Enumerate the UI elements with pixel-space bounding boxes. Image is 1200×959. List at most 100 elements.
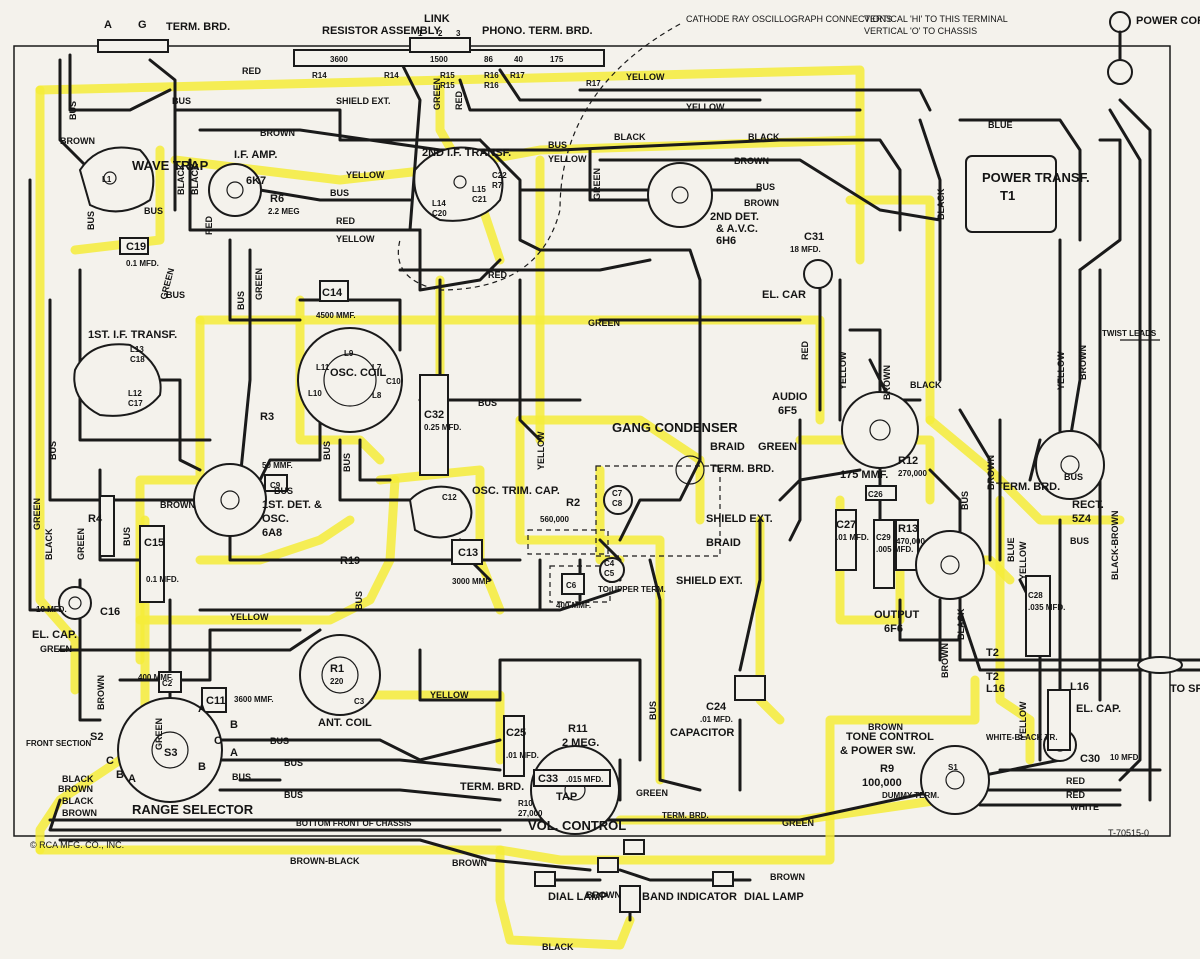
wire-label-green: GREEN <box>592 168 602 200</box>
wire-label-yellow: YELLOW <box>1018 541 1028 580</box>
c12-label: C12 <box>442 493 457 502</box>
range-selector-label: RANGE SELECTOR <box>132 802 254 817</box>
r19-label: R19 <box>340 555 360 567</box>
resistor-ref: R14 <box>312 71 327 80</box>
wire-label-blue: BLUE <box>988 120 1013 130</box>
el-cap-label: EL. CAP. <box>32 629 77 641</box>
wire-label-bus: BUS <box>322 441 332 460</box>
second-det-tube-label: 6H6 <box>716 235 736 247</box>
wire-label-black: BLACK <box>956 608 966 640</box>
link-num-3: 3 <box>456 29 461 38</box>
wire-label-red: RED <box>488 270 508 280</box>
wire-label-brown-black: BROWN-BLACK <box>290 856 360 866</box>
c20-label: C20 <box>432 209 447 218</box>
r2-value: 560,000 <box>540 515 569 524</box>
c7-label: C7 <box>612 489 623 498</box>
vol-term-brd-label: TERM. BRD. <box>460 781 524 793</box>
el-cap-2-label: EL. CAP. <box>1076 703 1121 715</box>
c28-label: C28 <box>1028 591 1043 600</box>
r6-value: 2.2 MEG <box>268 207 300 216</box>
shield-braid-label: BRAID <box>706 537 741 549</box>
l11-label: L11 <box>316 363 330 372</box>
cro-label: CATHODE RAY OSCILLOGRAPH CONNECTIONS <box>686 14 892 24</box>
wire-label-bus: BUS <box>478 398 497 408</box>
wire-layer <box>28 53 1200 922</box>
link-num-1: 1 <box>418 29 423 38</box>
wave-trap-label: WAVE TRAP <box>132 158 209 173</box>
c9-label: C9 <box>270 481 281 490</box>
l8-label: L8 <box>372 391 382 400</box>
c5-label: C5 <box>604 569 615 578</box>
el-car-label: EL. CAR <box>762 289 806 301</box>
c29-label: C29 <box>876 533 891 542</box>
l7-label: L7 <box>372 363 382 372</box>
first-if-label: 1ST. I.F. TRANSF. <box>88 329 177 341</box>
c29-value: .005 MFD. <box>876 545 913 554</box>
first-det-tube-label: 6A8 <box>262 527 282 539</box>
wire-label-bus: BUS <box>144 206 163 216</box>
bottom-front-label: BOTTOM FRONT OF CHASSIS <box>296 819 412 828</box>
wire-label-shield-ext: SHIELD EXT. <box>336 96 391 106</box>
c13-value: 3000 MMF <box>452 577 490 586</box>
c19-value: 0.1 MFD. <box>126 259 159 268</box>
c11-label: C11 <box>206 695 226 707</box>
power-switch-label: & POWER SW. <box>840 745 916 757</box>
wire-label-red: RED <box>242 66 262 76</box>
resistor-ref: R16 <box>484 81 499 90</box>
wire-label-black: BLACK <box>62 774 94 784</box>
wire-label-brown: BROWN <box>1078 345 1088 380</box>
wire-label-bus: BUS <box>548 140 567 150</box>
wire-label-brown: BROWN <box>868 722 903 732</box>
wire-label-brown: BROWN <box>60 136 95 146</box>
wire-label-red: RED <box>454 90 464 110</box>
pin-letter: B <box>230 719 238 731</box>
wire-color-labels: RED YELLOW YELLOW BUS BROWN BROWN SHIELD… <box>32 66 1120 952</box>
wire-label-bus: BUS <box>270 736 289 746</box>
wire-label-bus: BUS <box>274 486 293 496</box>
c14-label: C14 <box>322 287 343 299</box>
resistor-ref: R17 <box>510 71 525 80</box>
term-brd-5-label: TERM. BRD. <box>662 811 709 820</box>
c28-value: .035 MFD. <box>1028 603 1065 612</box>
c10-label: C10 <box>386 377 401 386</box>
header-labels: A G TERM. BRD. RESISTOR ASSEMBLY LINK 1 … <box>104 13 1200 38</box>
c32-label: C32 <box>424 409 444 421</box>
power-cord-label: POWER CORD <box>1136 15 1200 27</box>
component-layer <box>58 11 1183 913</box>
c9-value: 50 MMF. <box>262 461 293 470</box>
c26-value: 175 MMF. <box>840 469 888 481</box>
wire-label-green: GREEN <box>588 318 620 328</box>
wire-label-brown: BROWN <box>734 156 769 166</box>
wire-label-red: RED <box>1066 776 1086 786</box>
r1-value: 220 <box>330 677 344 686</box>
power-transf-label: POWER TRANSF. <box>982 170 1090 185</box>
wire-label-yellow: YELLOW <box>1018 701 1028 740</box>
r10-label: R10 <box>518 799 533 808</box>
second-det-label-2: & A.V.C. <box>716 223 758 235</box>
c24-label: C24 <box>706 701 727 713</box>
c33-label: C33 <box>538 773 558 785</box>
term-a-label: A <box>104 19 112 31</box>
component-labels: WAVE TRAP L1 I.F. AMP. 6K7 R6 2.2 MEG 2N… <box>26 147 1200 903</box>
copyright-text: © RCA MFG. CO., INC. <box>30 840 124 850</box>
output-label: OUTPUT <box>874 609 920 621</box>
wire-label-green: GREEN <box>154 718 164 750</box>
top-term-brd-label: TERM. BRD. <box>166 21 230 33</box>
audio-label: AUDIO <box>772 391 808 403</box>
s1-label: S1 <box>948 763 958 772</box>
t1-label: T1 <box>1000 188 1015 203</box>
pin-letter: C <box>106 755 114 767</box>
wire-label-black-brown: BLACK-BROWN <box>1110 511 1120 581</box>
shield-ext-label: SHIELD EXT. <box>706 513 773 525</box>
wire-label-yellow: YELLOW <box>230 612 269 622</box>
wire-label-yellow: YELLOW <box>686 102 725 112</box>
range-selector-pins: A B A B C B A C <box>106 703 238 785</box>
r7-label: R7 <box>492 181 503 190</box>
wire-label-yellow: YELLOW <box>536 431 546 470</box>
wire-label-bus: BUS <box>172 96 191 106</box>
l1-label: L1 <box>102 175 112 184</box>
c30-label: C30 <box>1080 753 1100 765</box>
r13-value: 470,000 <box>896 537 925 546</box>
term-g-label: G <box>138 19 147 31</box>
